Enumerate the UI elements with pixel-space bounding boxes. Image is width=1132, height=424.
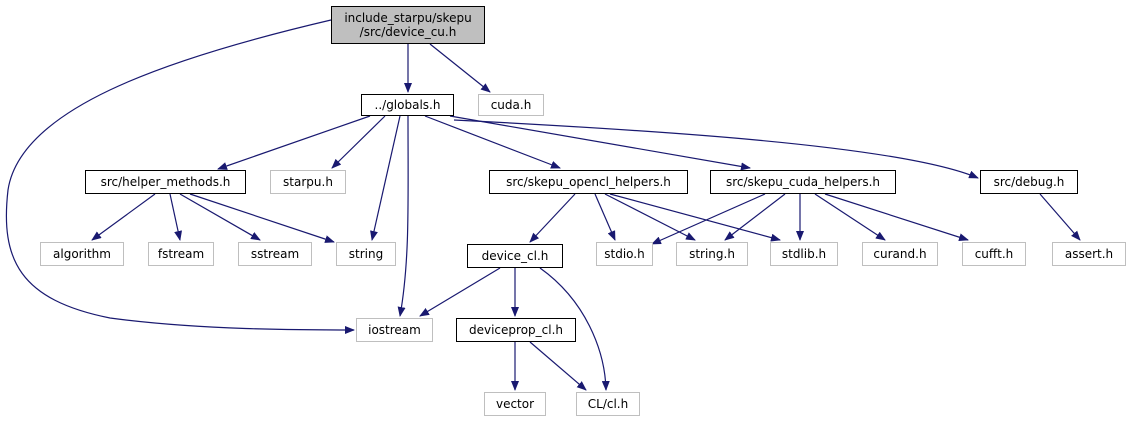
node-starpu: starpu.h [270, 170, 346, 194]
node-device-cl[interactable]: device_cl.h [467, 244, 563, 268]
edge-helpers-sstream [179, 193, 261, 241]
edge-cudahelpers-stdio [651, 193, 766, 245]
edge-globals-string [370, 115, 401, 241]
node-cuda: cuda.h [478, 94, 544, 116]
root-label-line1: include_starpu/skepu [344, 11, 472, 25]
node-debug[interactable]: src/debug.h [980, 170, 1078, 194]
edge-globals-cudahelpers [449, 115, 751, 171]
node-vector: vector [484, 392, 546, 416]
edge-opencl-stringh [604, 193, 696, 241]
node-cufft: cufft.h [962, 242, 1026, 266]
node-helper-methods[interactable]: src/helper_methods.h [85, 170, 246, 194]
node-string-h: string.h [676, 242, 748, 266]
node-cl-h: CL/cl.h [576, 392, 640, 416]
edge-debug-assert [1039, 193, 1081, 241]
edge-globals-opencl [424, 115, 561, 169]
node-skepu-cuda-helpers[interactable]: src/skepu_cuda_helpers.h [710, 170, 896, 194]
node-stdio: stdio.h [596, 242, 653, 266]
edge-opencl-stdio [594, 193, 616, 241]
edge-globals-debug [453, 119, 979, 179]
edge-cudahelpers-stringh [724, 193, 786, 241]
node-skepu-opencl-helpers[interactable]: src/skepu_opencl_helpers.h [489, 170, 688, 194]
edge-root-iostream [5, 19, 355, 334]
edge-cudahelpers-curand [814, 193, 886, 241]
edge-globals-iostream [397, 115, 409, 317]
node-algorithm: algorithm [40, 242, 124, 266]
root-label-line2: /src/device_cu.h [359, 25, 457, 39]
node-fstream: fstream [148, 242, 214, 266]
edge-devicecl-iostream [419, 267, 501, 317]
node-sstream: sstream [238, 242, 312, 266]
edge-helpers-fstream [169, 193, 182, 241]
node-stdlib: stdlib.h [770, 242, 838, 266]
edge-devicecl-cl [539, 267, 610, 391]
edge-opencl-devicecl [529, 193, 576, 243]
node-deviceprop-cl[interactable]: deviceprop_cl.h [456, 318, 576, 342]
node-curand: curand.h [862, 242, 938, 266]
edge-opencl-stdlib [609, 193, 781, 242]
edge-globals-starpu [331, 115, 386, 169]
node-assert: assert.h [1052, 242, 1126, 266]
edge-helpers-string [189, 193, 335, 243]
node-root-device-cu[interactable]: include_starpu/skepu /src/device_cu.h [331, 6, 485, 44]
edge-cudahelpers-cufft [824, 193, 969, 242]
edge-deviceprop-cl [529, 341, 587, 391]
edge-root-cuda [429, 43, 491, 93]
node-iostream: iostream [356, 318, 433, 342]
edge-helpers-algorithm [91, 193, 156, 241]
node-string: string [336, 242, 396, 266]
edge-globals-helpers [217, 115, 371, 170]
node-globals[interactable]: ../globals.h [361, 94, 454, 116]
